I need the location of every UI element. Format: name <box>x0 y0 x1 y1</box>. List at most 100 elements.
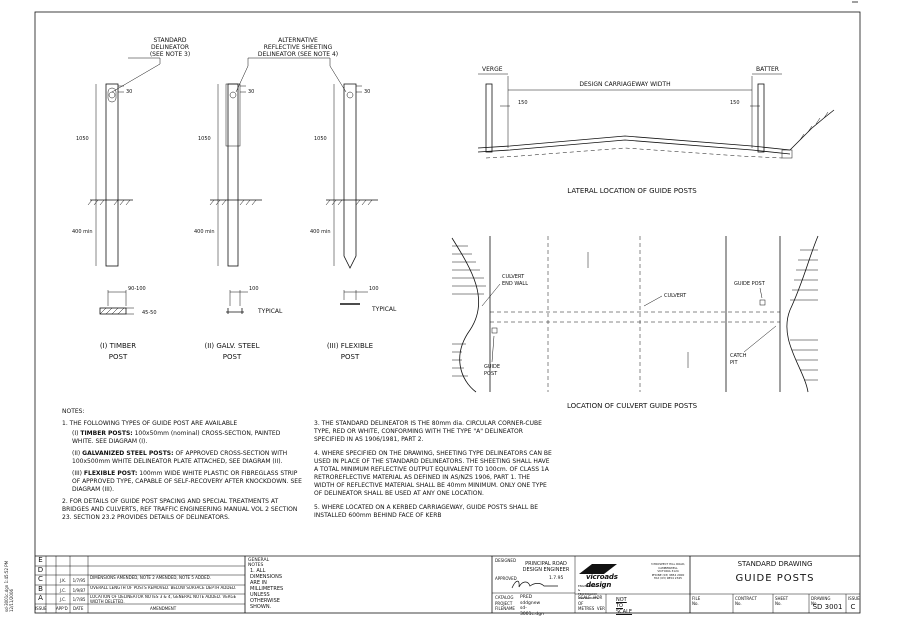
standard-drawing: STANDARD DRAWING <box>737 560 813 568</box>
post-sub-3: POST <box>341 353 360 361</box>
vicroads-logo-mark <box>579 564 617 574</box>
notes-heading: NOTES: <box>62 408 85 415</box>
leader-alt-2 <box>268 57 347 93</box>
dim-400-2: 400 min <box>194 229 215 235</box>
hdr-appd: APP'D <box>56 606 68 611</box>
issue-value: C <box>850 603 856 611</box>
approved-label: APPROVED <box>495 576 517 581</box>
culvert-catchpit-1: CATCH <box>730 353 747 359</box>
note-1-i: (I) TIMBER POSTS: 100x50mm (nominal) CRO… <box>62 430 302 446</box>
scale-value: NOT TO SCALE <box>616 597 633 615</box>
hdr-date: DATE <box>73 606 84 611</box>
vicroads-logo-text: vicroads design <box>586 573 618 589</box>
lateral-width: DESIGN CARRIAGEWAY WIDTH <box>579 81 670 88</box>
address-3: VICTORIA 3124 <box>657 569 679 574</box>
amend-b: OVERALL LENGTH OF POSTS REMOVED. BELOW S… <box>90 585 237 590</box>
sheet-no: SHEET No. <box>775 596 789 606</box>
address-1: 3 PROSPECT HILL ROAD, <box>650 562 686 566</box>
dim-90-100: 90-100 <box>128 286 146 292</box>
notes-right: 3. THE STANDARD DELINEATOR IS THE 80mm d… <box>314 420 552 526</box>
hor-label: HOR <box>593 595 603 600</box>
culvert-label: CULVERT <box>664 293 687 299</box>
issue-label: ISSUE <box>848 596 860 601</box>
date-b: 1/9/87 <box>72 587 86 593</box>
post-label-3: (III) FLEXIBLE <box>327 342 373 350</box>
date-a: 1/7/85 <box>72 597 86 602</box>
project-label: PROJECT <box>495 600 513 606</box>
drawing-no: SD 3001 <box>812 603 843 611</box>
issue-letters: E D C B A <box>35 556 46 604</box>
leader-alt-1 <box>235 57 268 93</box>
post-label-1: (I) TIMBER <box>100 342 136 350</box>
dim-30-1: 30 <box>126 89 132 95</box>
filename-value: sd-3001c.dgn <box>520 606 544 617</box>
file-labels: CATALOG PROJECT FILENAME <box>495 595 515 612</box>
post-sub-2: POST <box>223 353 242 361</box>
filename-label: FILENAME <box>495 606 515 612</box>
dim-400-1: 400 min <box>72 229 93 235</box>
callout-standard-2: DELINEATOR <box>151 44 189 51</box>
note-1-ii-text: OF APPROVED CROSS-SECTION WITH 100x500mm… <box>72 450 288 465</box>
note-1-ii-num: (II) <box>72 450 83 457</box>
callout-alt-1: ALTERNATIVE <box>278 37 318 44</box>
ground-lines <box>87 199 378 206</box>
note-5: 5. WHERE LOCATED ON A KERBED CARRIAGEWAY… <box>314 504 539 519</box>
dim-30-3: 30 <box>364 89 370 95</box>
contract-no: CONTRACT No. <box>735 596 757 606</box>
issue-b: B <box>38 584 43 593</box>
issue-e: E <box>38 556 43 564</box>
post-label-2: (II) GALV. STEEL <box>205 342 260 350</box>
steel-post: 30 1050 400 min <box>194 83 254 267</box>
file-values: PRED sddgnew sd-3001c.dgn <box>520 595 544 617</box>
approved-date: 1.7.95 <box>549 576 564 581</box>
culvert-catchpit-2: PIT <box>730 360 738 366</box>
plot-stamp-2: 12/11/2006 <box>9 588 14 612</box>
project-value: sddgnew <box>520 600 541 606</box>
date-c: 1/7/95 <box>72 578 86 583</box>
post-sub-1: POST <box>109 353 128 361</box>
dim-45-50: 45-50 <box>142 310 157 316</box>
cross-sections: 90-100 45-50 100 TYPICAL 100 TYPICAL <box>99 286 397 316</box>
lateral-batter: BATTER <box>756 66 779 73</box>
lateral-location-diagram: VERGE BATTER DESIGN CARRIAGEWAY WIDTH 15… <box>477 66 835 195</box>
designed-label: DESIGNED <box>495 558 517 563</box>
hdr-issue: ISSUE <box>35 606 47 611</box>
culvert-guidepost-2: POST <box>484 371 498 377</box>
note-1-iii-bold: FLEXIBLE POST: <box>83 470 138 477</box>
title-block-grid <box>35 555 860 613</box>
note-1-ii: (II) GALVANIZED STEEL POSTS: OF APPROVED… <box>62 450 302 466</box>
dim-150-2: 150 <box>730 100 740 106</box>
note-4: 4. WHERE SPECIFIED ON THE DRAWING, SHEET… <box>314 450 552 497</box>
note-1-i-bold: TIMBER POSTS: <box>80 430 133 437</box>
file-no: FILE No. <box>692 596 701 606</box>
drawing-title: GUIDE POSTS <box>735 573 815 584</box>
address: 3 PROSPECT HILL ROAD, CAMBERWELL VICTORI… <box>648 562 688 581</box>
address-4: PHONE (03) 9854 2000 <box>651 572 685 577</box>
amend-col: DIMENSIONS AMENDED, NOTE 2 AMENDED, NOTE… <box>90 575 244 605</box>
note-1-iii-text: 100mm WIDE WHITE PLASTIC OR FIBREGLASS S… <box>72 470 302 493</box>
note-1-i-text: 100x50mm (nominal) CROSS-SECTION, PAINTE… <box>72 430 281 445</box>
callout-standard-3: (SEE NOTE 3) <box>150 51 190 58</box>
lateral-title: LATERAL LOCATION OF GUIDE POSTS <box>567 187 697 195</box>
drawing-no-label: DRAWING No. <box>811 596 831 606</box>
typical-1: TYPICAL <box>257 308 283 315</box>
note-1-iii-num: (III) <box>72 470 84 477</box>
culvert-endwall-1: CULVERT <box>502 274 525 280</box>
address-5: FAX (03) 9854 2345 <box>654 576 682 581</box>
culvert-title: LOCATION OF CULVERT GUIDE POSTS <box>567 402 698 410</box>
lateral-verge: VERGE <box>482 66 503 73</box>
catalog-value: PRED <box>520 595 533 600</box>
issue-d: D <box>37 565 44 574</box>
plot-stamp: sd-3001c.dgn 1:45:52 PM 12/11/2006 <box>4 561 14 612</box>
note-2: 2. FOR DETAILS OF GUIDE POST SPACING AND… <box>62 498 298 521</box>
notes-left: NOTES: 1. THE FOLLOWING TYPES OF GUIDE P… <box>62 408 302 528</box>
dim-150-1: 150 <box>518 100 528 106</box>
appd-b: J.C. <box>59 587 67 593</box>
culvert-location-diagram: CULVERT END WALL CULVERT GUIDE POST GUID… <box>451 235 819 410</box>
note-1-ii-bold: GALVANIZED STEEL POSTS: <box>82 450 174 457</box>
of-label: OF <box>578 600 584 606</box>
dim-100-2: 100 <box>369 286 379 292</box>
approval-signature <box>511 580 558 589</box>
